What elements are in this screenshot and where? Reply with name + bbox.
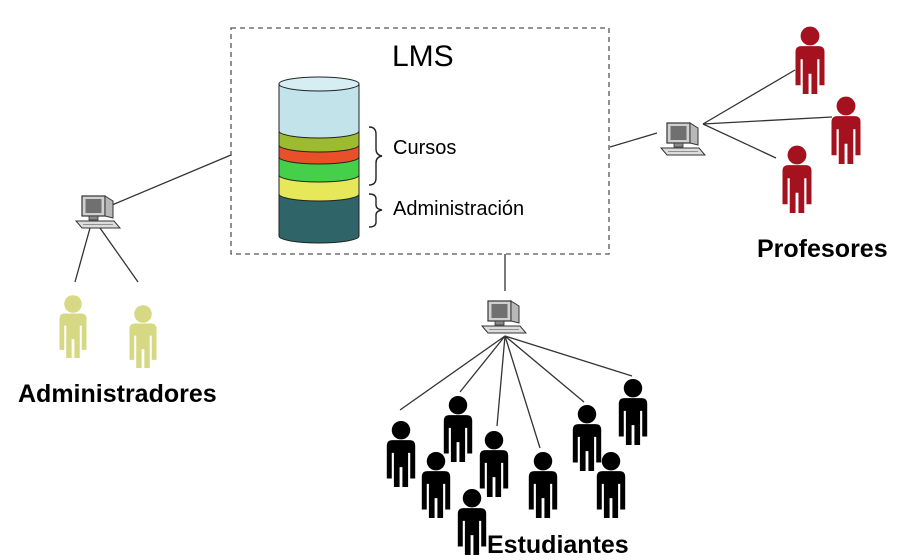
person-icon	[795, 26, 825, 94]
person-icon	[618, 378, 648, 445]
profesores-group	[782, 26, 861, 213]
person-icon	[129, 305, 157, 368]
db-layer-top	[278, 83, 360, 139]
administradores-label: Administradores	[18, 380, 217, 408]
person-icon	[421, 451, 451, 518]
person-icon	[782, 145, 812, 213]
person-icon	[457, 488, 487, 555]
lms-system-box	[230, 27, 610, 255]
person-icon	[443, 395, 473, 462]
connector-lines	[74, 69, 833, 449]
db-top-cap	[278, 76, 360, 92]
person-icon	[831, 96, 861, 164]
cursos-label: Cursos	[393, 137, 457, 159]
person-icon	[572, 404, 602, 471]
layer-braces	[368, 126, 383, 228]
computer-icon	[481, 300, 527, 334]
administracion-label: Administración	[393, 198, 525, 220]
person-icon	[479, 430, 509, 497]
brace-administracion	[368, 193, 383, 228]
person-icon	[528, 451, 558, 518]
database-cylinder	[278, 76, 360, 244]
estudiantes-label: Estudiantes	[487, 531, 629, 559]
profesores-label: Profesores	[757, 235, 888, 263]
brace-cursos	[368, 126, 383, 186]
person-icon	[59, 295, 87, 358]
person-icon	[386, 420, 416, 487]
administradores-group	[59, 295, 157, 368]
computer-icon	[660, 122, 706, 156]
lms-title: LMS	[392, 40, 454, 73]
computer-icon	[75, 195, 121, 229]
estudiantes-group	[386, 378, 648, 555]
db-layer-base	[278, 193, 360, 244]
